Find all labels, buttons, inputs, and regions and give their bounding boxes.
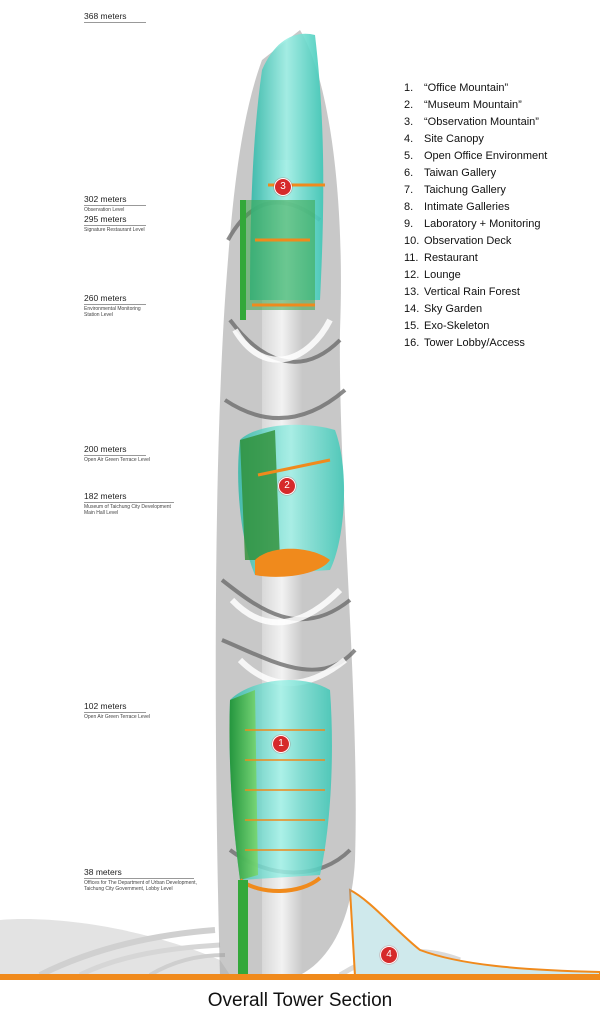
- legend-label: Exo-Skeleton: [424, 320, 490, 332]
- legend-label: “Museum Mountain”: [424, 99, 522, 111]
- legend-num: 12.: [404, 269, 420, 281]
- legend-item: 5. Open Office Environment: [404, 148, 547, 165]
- legend-item: 6. Taiwan Gallery: [404, 165, 547, 182]
- legend-label: Observation Deck: [424, 235, 512, 247]
- legend: 1.“Office Mountain” 2.“Museum Mountain” …: [404, 80, 547, 352]
- legend-item: 16. Tower Lobby/Access: [404, 335, 547, 352]
- legend-num: 8.: [404, 201, 414, 213]
- legend-label: Lounge: [424, 269, 461, 281]
- level-meters: 295 meters: [84, 215, 146, 226]
- level-meters: 102 meters: [84, 702, 146, 713]
- level-desc: Signature Restaurant Level: [84, 227, 145, 233]
- legend-label: “Office Mountain”: [424, 82, 509, 94]
- legend-num: 2.: [404, 99, 414, 111]
- legend-label: “Observation Mountain”: [424, 116, 539, 128]
- legend-label: Laboratory + Monitoring: [424, 218, 541, 230]
- level-desc: Environmental Monitoring Station Level: [84, 306, 141, 318]
- legend-label: Open Office Environment: [424, 150, 548, 162]
- level-meters: 368 meters: [84, 12, 146, 23]
- legend-item: 2. “Museum Mountain”: [404, 97, 547, 114]
- legend-num: 13.: [404, 286, 420, 298]
- level-38: 38 meters Offices for The Department of …: [84, 868, 284, 892]
- legend-item: 10. Observation Deck: [404, 233, 547, 250]
- legend-num: 11.: [404, 252, 419, 264]
- level-desc: Open Air Green Terrace Level: [84, 714, 151, 720]
- legend-item: 4. Site Canopy: [404, 131, 547, 148]
- site-canopy: [348, 888, 600, 977]
- level-302: 302 meters Observation Level: [84, 195, 284, 213]
- legend-num: 6.: [404, 167, 414, 179]
- level-meters: 182 meters: [84, 492, 174, 503]
- level-182: 182 meters Museum of Taichung City Devel…: [84, 492, 284, 516]
- marker-1: 1: [272, 735, 290, 753]
- legend-item: 8. Intimate Galleries: [404, 199, 547, 216]
- level-desc: Museum of Taichung City Development Main…: [84, 504, 171, 516]
- legend-item: 3. “Observation Mountain”: [404, 114, 547, 131]
- legend-num: 5.: [404, 150, 414, 162]
- legend-item: 12. Lounge: [404, 267, 547, 284]
- legend-item: 9. Laboratory + Monitoring: [404, 216, 547, 233]
- marker-3: 3: [274, 178, 292, 196]
- level-102: 102 meters Open Air Green Terrace Level: [84, 702, 284, 720]
- marker-2: 2: [278, 477, 296, 495]
- level-meters: 302 meters: [84, 195, 146, 206]
- vertical-rain-forest: [238, 880, 248, 975]
- legend-label: Restaurant: [424, 252, 478, 264]
- legend-item: 14. Sky Garden: [404, 301, 547, 318]
- legend-num: 10.: [404, 235, 420, 247]
- legend-label: Intimate Galleries: [424, 201, 510, 213]
- figure-caption: Overall Tower Section: [207, 990, 393, 1011]
- legend-num: 14.: [404, 303, 420, 315]
- level-368: 368 meters: [84, 12, 284, 23]
- legend-item: 1. “Office Mountain”: [404, 80, 547, 97]
- legend-num: 3.: [404, 116, 414, 128]
- legend-num: 7.: [404, 184, 414, 196]
- legend-num: 15.: [404, 320, 420, 332]
- legend-num: 1.: [404, 82, 414, 94]
- level-295: 295 meters Signature Restaurant Level: [84, 215, 284, 233]
- legend-num: 9.: [404, 218, 414, 230]
- legend-label: Site Canopy: [424, 133, 484, 145]
- level-desc: Open Air Green Terrace Level: [84, 457, 151, 463]
- legend-item: 13. Vertical Rain Forest: [404, 284, 547, 301]
- legend-label: Vertical Rain Forest: [424, 286, 520, 298]
- level-meters: 260 meters: [84, 294, 146, 305]
- level-desc: Offices for The Department of Urban Deve…: [84, 880, 197, 892]
- marker-4: 4: [380, 946, 398, 964]
- legend-label: Sky Garden: [424, 303, 483, 315]
- level-desc: Observation Level: [84, 207, 125, 213]
- legend-num: 16.: [404, 337, 420, 349]
- level-260: 260 meters Environmental Monitoring Stat…: [84, 294, 284, 318]
- legend-item: 7. Taichung Gallery: [404, 182, 547, 199]
- ground-line: [0, 974, 600, 980]
- legend-label: Tower Lobby/Access: [424, 337, 525, 349]
- level-200: 200 meters Open Air Green Terrace Level: [84, 445, 284, 463]
- legend-item: 11. Restaurant: [404, 250, 547, 267]
- legend-label: Taichung Gallery: [424, 184, 506, 196]
- level-meters: 200 meters: [84, 445, 146, 456]
- level-meters: 38 meters: [84, 868, 194, 879]
- legend-label: Taiwan Gallery: [424, 167, 497, 179]
- legend-item: 15. Exo-Skeleton: [404, 318, 547, 335]
- legend-num: 4.: [404, 133, 414, 145]
